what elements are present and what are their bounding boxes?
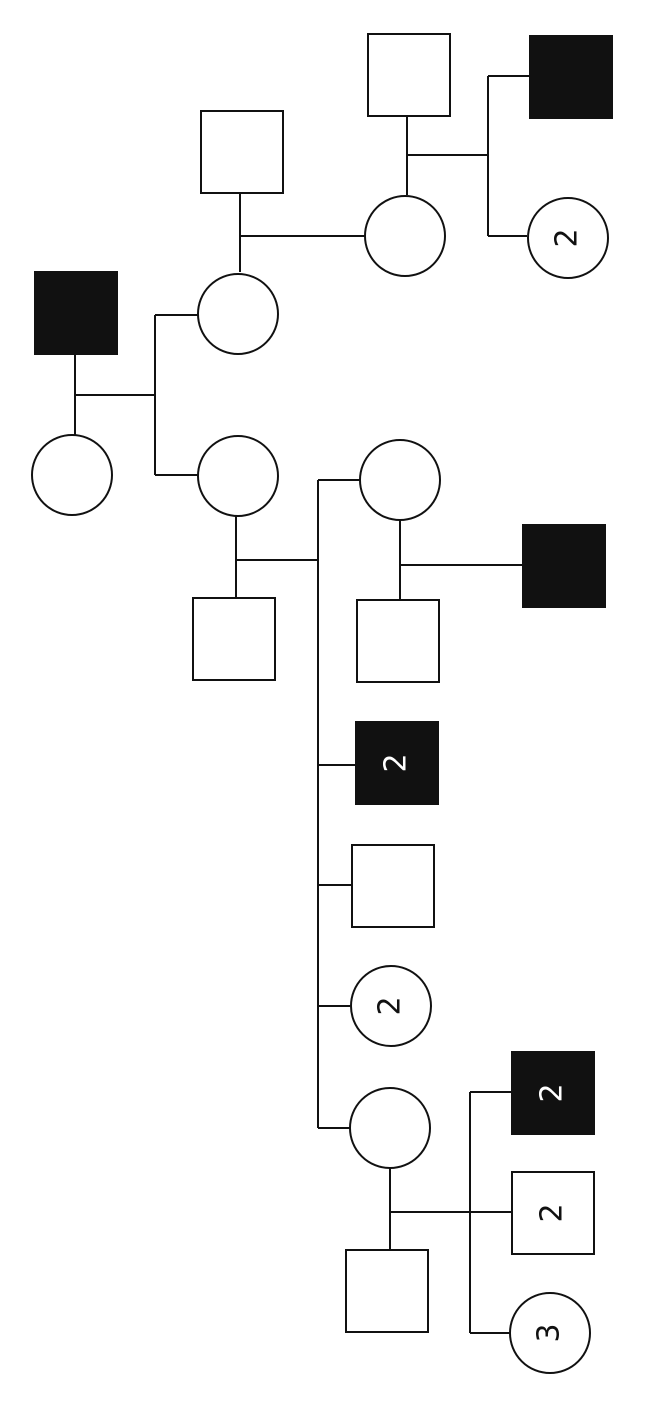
male-node [345, 1249, 429, 1333]
male-node [356, 599, 440, 683]
female-node [350, 965, 432, 1047]
male-node [192, 597, 276, 681]
count-label: 2 [379, 753, 414, 772]
male-node [355, 721, 439, 805]
female-node [31, 434, 113, 516]
male-node [200, 110, 284, 194]
count-label: 2 [550, 228, 585, 247]
female-node [509, 1292, 591, 1374]
count-label: 2 [535, 1203, 570, 1222]
count-label: 2 [535, 1083, 570, 1102]
individuals [31, 33, 613, 1374]
female-node [197, 273, 279, 355]
female-node [527, 197, 609, 279]
female-node [349, 1087, 431, 1169]
connections [74, 75, 530, 1334]
male-node [511, 1051, 595, 1135]
female-node [197, 435, 279, 517]
male-node [367, 33, 451, 117]
male-node [34, 271, 118, 355]
male-node [522, 524, 606, 608]
count-label: 3 [532, 1323, 567, 1342]
male-node [351, 844, 435, 928]
male-node [529, 35, 613, 119]
male-node [511, 1171, 595, 1255]
count-labels: 2 2 2 2 2 3 [373, 228, 585, 1342]
count-label: 2 [373, 996, 408, 1015]
female-node [359, 439, 441, 521]
female-node [364, 195, 446, 277]
